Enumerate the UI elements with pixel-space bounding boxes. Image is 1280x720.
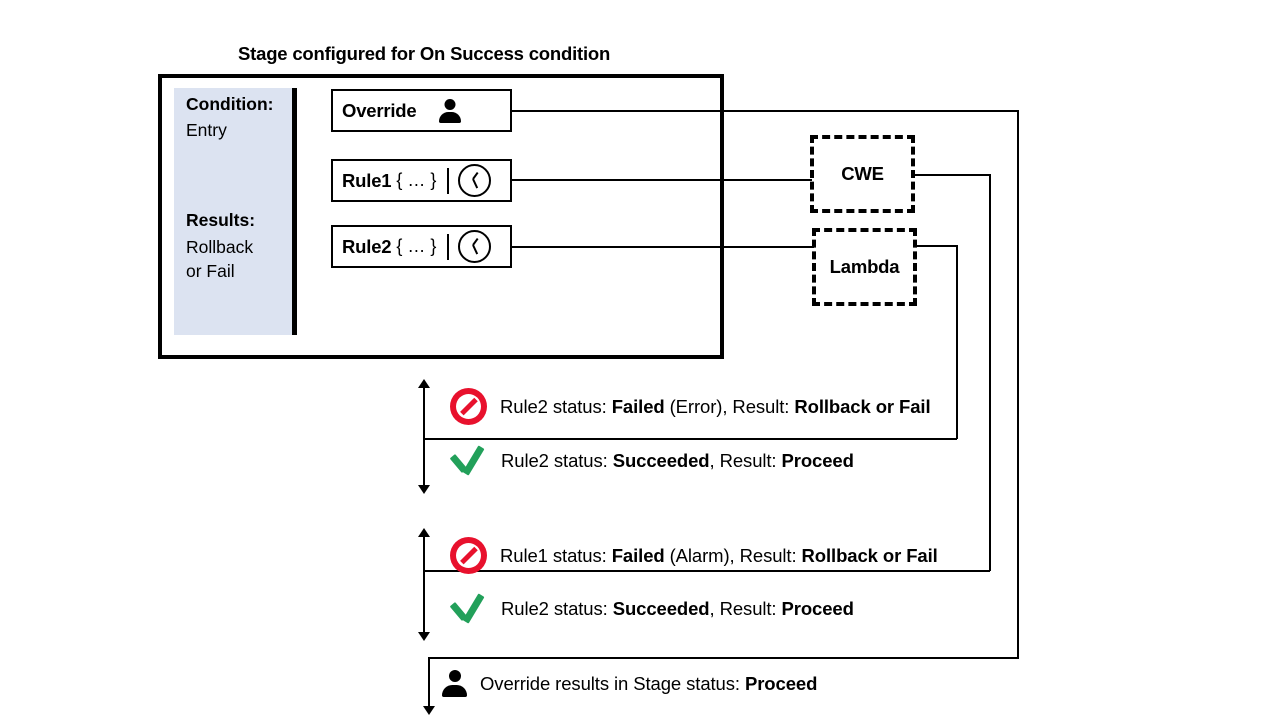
status-row: Rule1 status: Failed (Alarm), Result: Ro… <box>450 537 938 574</box>
action-box-rule1[interactable]: Rule1 { … } <box>331 159 512 202</box>
status-value: Failed <box>611 395 665 417</box>
group2-axis <box>423 537 425 637</box>
status-text: Rule2 status: Succeeded, Result: Proceed <box>501 450 854 472</box>
clock-icon <box>458 164 492 197</box>
status-prefix: Rule2 status: <box>501 450 613 471</box>
connector-override-row-drop <box>428 657 430 712</box>
override-outcome-row: Override results in Stage status: Procee… <box>442 670 817 697</box>
status-prefix: Rule1 status: <box>500 544 612 566</box>
status-value: Succeeded <box>612 450 710 471</box>
panel-divider <box>292 88 297 335</box>
status-value: Succeeded <box>612 598 710 619</box>
action-label-rule1: Rule1 <box>342 169 392 191</box>
action-label-rule2: Rule2 <box>342 235 392 257</box>
group1-axis <box>423 388 425 490</box>
action-args-rule1: { … } <box>396 170 437 190</box>
condition-results-panel <box>174 88 292 335</box>
status-row: Rule2 status: Succeeded, Result: Proceed <box>449 593 854 625</box>
status-text: Rule1 status: Failed (Alarm), Result: Ro… <box>500 545 938 567</box>
separator-bar <box>447 167 450 194</box>
connector-override-horizontal <box>512 110 1019 112</box>
connector-lambda-vertical <box>956 245 958 439</box>
status-row: Rule2 status: Failed (Error), Result: Ro… <box>450 388 931 425</box>
connector-cwe-to-group2 <box>424 570 990 572</box>
check-icon <box>449 593 488 625</box>
separator-bar <box>447 233 450 260</box>
service-box-lambda[interactable]: Lambda <box>812 228 917 306</box>
status-prefix: Rule2 status: <box>500 395 612 417</box>
status-result: Proceed <box>781 450 854 471</box>
page-title: Stage configured for On Success conditio… <box>238 43 611 64</box>
override-outcome-result: Proceed <box>744 672 818 694</box>
person-icon <box>438 98 461 123</box>
connector-rule1-to-cwe <box>512 179 812 181</box>
status-prefix: Rule2 status: <box>501 598 613 619</box>
condition-value: Entry <box>186 120 227 140</box>
arrowhead-group2-down <box>418 632 430 641</box>
status-middle: (Alarm), Result: <box>664 544 802 566</box>
results-label: Results: <box>186 210 256 230</box>
override-outcome-text: Override results in Stage status: Procee… <box>480 673 817 695</box>
arrowhead-group2-up <box>418 528 430 537</box>
override-outcome-prefix: Override results in Stage status: <box>480 672 745 694</box>
status-middle: (Error), Result: <box>664 395 795 417</box>
connector-cwe-out <box>913 174 990 176</box>
service-box-cwe[interactable]: CWE <box>810 135 915 213</box>
connector-cwe-vertical <box>989 174 991 571</box>
clock-icon <box>458 230 492 263</box>
status-result: Rollback or Fail <box>801 544 938 566</box>
arrowhead-group1-up <box>418 379 430 388</box>
action-label-override: Override <box>342 99 417 121</box>
connector-lambda-out <box>915 245 957 247</box>
action-box-rule2[interactable]: Rule2 { … } <box>331 225 512 268</box>
deny-icon <box>450 537 487 574</box>
connector-rule2-to-lambda <box>512 246 814 248</box>
status-text: Rule2 status: Failed (Error), Result: Ro… <box>500 396 931 418</box>
connector-override-vertical <box>1017 110 1019 659</box>
arrowhead-group1-down <box>418 485 430 494</box>
status-middle: , Result: <box>709 598 782 619</box>
check-icon <box>449 445 488 477</box>
status-row: Rule2 status: Succeeded, Result: Proceed <box>449 445 854 477</box>
results-value-line-2: or Fail <box>186 261 235 281</box>
person-icon <box>442 670 467 697</box>
action-box-override[interactable]: Override <box>331 89 512 132</box>
status-value: Failed <box>611 544 665 566</box>
deny-icon <box>450 388 487 425</box>
status-result: Rollback or Fail <box>794 395 931 417</box>
condition-label: Condition: <box>186 94 274 114</box>
status-result: Proceed <box>781 598 854 619</box>
connector-lambda-to-group1 <box>424 438 957 440</box>
connector-override-to-row <box>428 657 1018 659</box>
action-args-rule2: { … } <box>396 236 437 256</box>
arrowhead-override-down <box>423 706 435 715</box>
status-middle: , Result: <box>709 450 782 471</box>
results-value-line-1: Rollback <box>186 237 254 257</box>
status-text: Rule2 status: Succeeded, Result: Proceed <box>501 598 854 620</box>
